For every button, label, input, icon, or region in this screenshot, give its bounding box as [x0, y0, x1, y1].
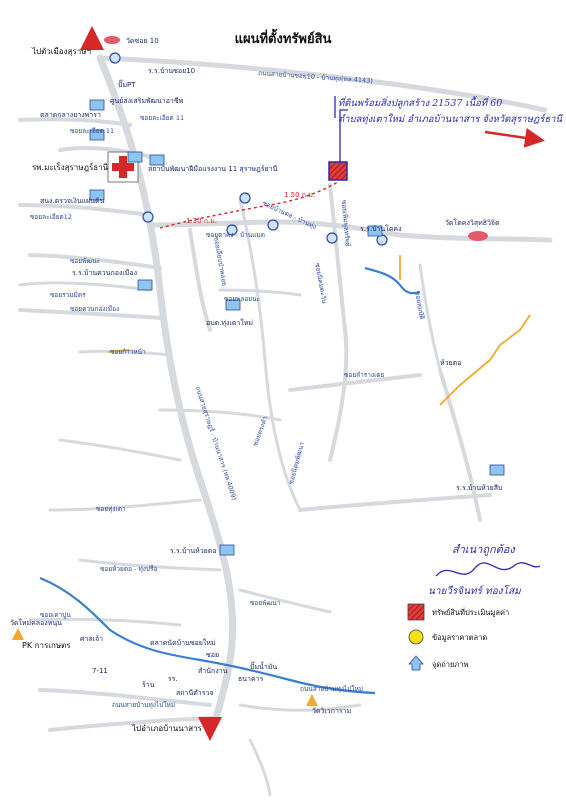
label-school-ktk: ร.ร.บ้านโตคง [360, 225, 402, 233]
label-pkn: ซอยพัฒนะ [70, 257, 101, 265]
stamp-name: นายวีรจินทร์ ทองโสม [428, 586, 521, 597]
label-poi7: รร. [168, 675, 178, 683]
label-wat-ktk: วัดโตคงวิสุทธิวิจิต [445, 219, 500, 227]
label-poi2: 7-11 [92, 667, 108, 675]
stamp-office: สำเนาถูกต้อง [452, 543, 515, 556]
road-network [18, 54, 553, 797]
legend-item-market: ข้อมูลราคาตลาด [432, 632, 487, 644]
label-poi6: ธนาคาร [238, 675, 264, 683]
signature-graphic [435, 562, 541, 577]
label-soi-pn: ซอยพัฒนา [250, 599, 281, 607]
label-school10: ร.ร.บ้านซอย10 [148, 67, 196, 75]
label-poi4: ปั๊มน้ำมัน [250, 663, 278, 671]
label-market: ตลาดกลางยางพารา [40, 111, 101, 119]
label-soi-lr: ซอยลำรางเตย [344, 371, 385, 379]
building-icons [89, 99, 505, 556]
handwriting-line2: ตำบลทุ่งเตาใหม่ อำเภอบ้านนาสาร จังหวัดสุ… [338, 114, 562, 125]
label-school-kt: ร.ร.บ้านควนกองเมือง [72, 269, 138, 277]
property-marker [328, 161, 348, 181]
label-to-nasan: ไปอำเภอบ้านนาสาร [132, 724, 202, 733]
label-soi-hy: ซอยห้วยตอ - ทุ่งปรือ [100, 565, 158, 573]
label-market2: ตลาดนัดบ้านซอยใหม่ [150, 639, 216, 647]
label-soi-rk: ซอยรวมมิตร [50, 291, 86, 299]
label-wat-vt: วัดวิเวการาม [312, 707, 352, 715]
legend-label-camera: จุดถ่ายภาพ [432, 660, 469, 669]
label-soi12: ซอยละเอียด12 [30, 213, 73, 221]
temple-markers [12, 628, 318, 706]
label-school-hy: ร.ร.บ้านห้วยตอ [170, 547, 217, 555]
label-pk: PK การเกษตร [22, 641, 71, 650]
label-dist1: 1.30 ก.ม. [186, 217, 218, 225]
handwriting-line1: ที่ดินพร้อมสิ่งปลูกสร้าง 21537 เนื้อที่ … [338, 98, 503, 109]
route-to-property [159, 181, 339, 229]
camera-markers [109, 52, 388, 246]
label-soi-kth: ซอยก้าวหน้า [110, 348, 146, 356]
legend-label-market: ข้อมูลราคาตลาด [432, 633, 488, 642]
label-rd-bot2: ถนนสายบ้านทุ่งไปใหม่ [300, 685, 364, 693]
label-soi11b: ซอยละเอียด 11 [140, 114, 185, 122]
label-poi9: ซอย [206, 651, 220, 659]
label-institute: สถาบันพัฒนาฝีมือแรงงาน 11 สุราษฎร์ธานี [148, 165, 278, 173]
handwritten-arrows [334, 96, 348, 176]
label-soi-pl: ซอยพลอยนะ [224, 295, 261, 303]
right-red-arrow [484, 127, 545, 148]
label-school-hs: ร.ร.บ้านห้วยสีบ [456, 484, 503, 492]
label-village: ห้วยตอ [440, 359, 462, 367]
legend-item-camera: จุดถ่ายภาพ [432, 659, 469, 671]
label-to-city: ไปตัวเมืองสุราษฯ [32, 47, 91, 56]
wat-markers [104, 36, 488, 241]
label-center: ศูนย์ส่งเสริมพัฒนาอาชีพ [110, 97, 184, 105]
legend-item-property: ทรัพย์สินที่ประเมินมูลค่า [432, 607, 509, 619]
legend-icons [407, 603, 425, 671]
label-hospital: รพ.มะเร็งสุราษฎร์ธานี [32, 163, 109, 172]
page-title: แผนที่ตั้งทรัพย์สิน [234, 32, 332, 47]
label-wat-kt: วัดใหม่คลองหนุน [10, 619, 62, 627]
label-soi11a: ซอยละเอียด 11 [70, 127, 115, 135]
label-soi-kt: ซอยควนกองเมือง [70, 305, 120, 313]
label-rd-bot: ถนนสายบ้านทุ่งไปใหม่ [112, 701, 176, 709]
label-obt: อบต.ทุ่งเตาใหม่ [206, 319, 253, 327]
label-poi3: สำนักงาน [198, 667, 228, 675]
label-dist2: 1.50 ก.ม. [284, 191, 316, 199]
label-rd-nk: ซอยตาคง - บ้านแมด [206, 231, 265, 239]
label-poi8: สถานีตำรวจ [176, 689, 214, 697]
label-pt: ปั๊มPT [118, 81, 136, 89]
label-poi5: ร้าน [142, 681, 155, 689]
legend-label-property: ทรัพย์สินที่ประเมินมูลค่า [432, 608, 510, 617]
label-poi1: ศาลเจ้า [80, 635, 104, 643]
label-wat-top: วัดซอย 10 [126, 37, 159, 45]
label-bank: สนง.ตรวจเงินแผ่นดิน [40, 197, 105, 205]
label-soi-tl: ซอยเตาปูน [40, 611, 71, 619]
waterways [39, 266, 421, 695]
label-soi-ty: ซอยทุ่งเตา [96, 505, 126, 513]
market-price-lines [107, 255, 531, 406]
